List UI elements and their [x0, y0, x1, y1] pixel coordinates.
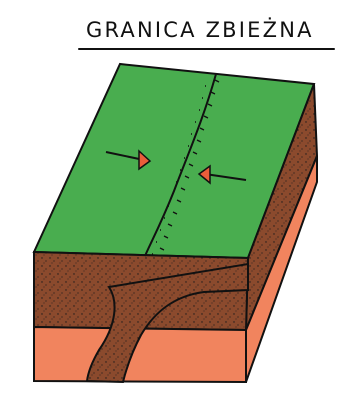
diagram-page: GRANICA ZBIEŻNA	[0, 0, 349, 403]
convergent-boundary-block	[0, 0, 349, 403]
